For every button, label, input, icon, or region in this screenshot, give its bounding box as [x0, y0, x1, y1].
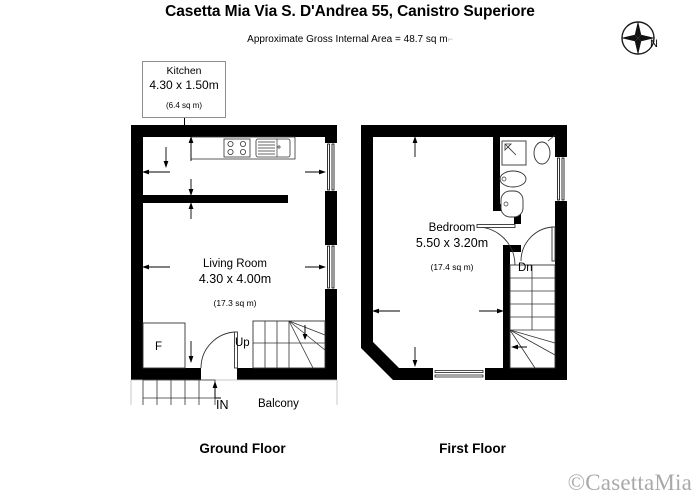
watermark: ©CasettaMia	[567, 470, 692, 495]
fireplace-label: F	[155, 341, 163, 353]
subtitle-trailing-mark: ⌐	[447, 34, 453, 44]
compass-north-label: N	[650, 38, 658, 50]
gross-internal-area-subtitle: Approximate Gross Internal Area = 48.7 s…	[0, 34, 700, 45]
subtitle-text: Approximate Gross Internal Area = 48.7 s…	[247, 34, 448, 45]
kitchen-callout-leader-line	[184, 118, 185, 126]
entrance-label: IN	[216, 398, 229, 412]
page-title: Casetta Mia Via S. D'Andrea 55, Canistro…	[165, 3, 535, 20]
kitchen-room-name: Kitchen	[166, 65, 202, 77]
first-floor-caption: First Floor	[439, 441, 506, 456]
kitchen-callout-box: Kitchen 4.30 x 1.50m (6.4 sq m)	[142, 61, 226, 118]
compass-rose-icon	[618, 18, 658, 58]
ground-floor-caption: Ground Floor	[199, 441, 286, 456]
ground-floor-plan	[125, 115, 350, 405]
first-floor-plan	[355, 115, 580, 395]
kitchen-room-dimensions: 4.30 x 1.50m	[149, 78, 219, 92]
stairs-down-label: Dn	[518, 262, 533, 274]
kitchen-room-area: (6.4 sq m)	[165, 101, 202, 110]
stairs-up-label: Up	[235, 337, 250, 349]
balcony-label: Balcony	[258, 398, 299, 410]
